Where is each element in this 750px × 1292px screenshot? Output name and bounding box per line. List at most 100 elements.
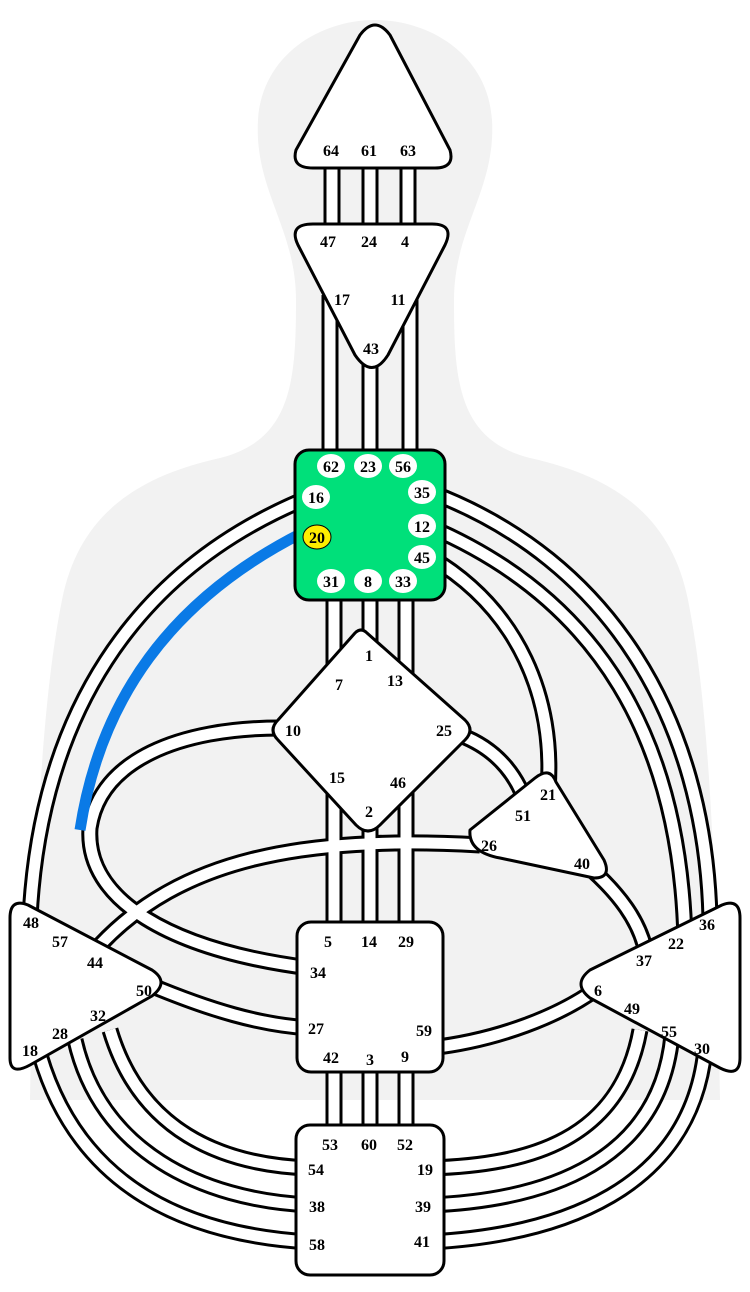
gate-15: 15: [329, 770, 345, 787]
gate-60: 60: [361, 1137, 377, 1154]
gate-2: 2: [365, 804, 373, 821]
gate-31-marker: [317, 569, 345, 593]
gate-33-marker: [389, 569, 417, 593]
gate-18: 18: [22, 1043, 38, 1060]
spleen-center: [8, 901, 163, 1071]
gate-24: 24: [361, 234, 377, 251]
gate-63: 63: [400, 143, 416, 160]
gate-14: 14: [361, 934, 377, 951]
gate-45: 45: [414, 550, 430, 567]
gate-46: 46: [390, 775, 406, 792]
gate-35: 35: [414, 485, 430, 502]
gate-47: 47: [320, 234, 336, 251]
gate-58: 58: [309, 1237, 325, 1254]
gate-37: 37: [636, 953, 652, 970]
gate-10: 10: [285, 723, 301, 740]
ch-50-27: [147, 979, 311, 1034]
gate-17: 17: [334, 292, 350, 309]
ch-12-22: [427, 521, 691, 941]
gate-42: 42: [323, 1050, 339, 1067]
ch-45-21: [427, 552, 555, 791]
ego-center: [468, 771, 608, 880]
gate-64: 64: [323, 143, 339, 160]
gate-32: 32: [90, 1008, 106, 1025]
gate-8: 8: [364, 574, 372, 591]
gate-62-marker: [317, 454, 345, 478]
g-center: [271, 628, 472, 833]
gate-54: 54: [308, 1162, 324, 1179]
ch-35-36: [428, 486, 716, 919]
gate-40: 40: [574, 856, 590, 873]
gate-8-marker: [354, 569, 382, 593]
gate-19: 19: [417, 1162, 433, 1179]
channels-active: [74, 528, 305, 831]
ch-32-54: [104, 1028, 311, 1174]
gate-20-marker: [302, 524, 332, 550]
gate-22: 22: [668, 936, 684, 953]
gate-23: 23: [360, 459, 376, 476]
ch-10-34: [84, 722, 311, 974]
gate-48: 48: [23, 915, 39, 932]
gate-56: 56: [395, 459, 411, 476]
ch-55-39: [429, 1034, 678, 1211]
gate-7: 7: [335, 677, 343, 694]
gate-31: 31: [323, 574, 339, 591]
gate-26: 26: [481, 838, 497, 855]
gate-38: 38: [309, 1199, 325, 1216]
solar-plexus-center: [579, 901, 742, 1073]
gate-52: 52: [397, 1137, 413, 1154]
gate-53: 53: [322, 1137, 338, 1154]
gate-5: 5: [324, 934, 332, 951]
gate-20: 20: [309, 530, 325, 547]
ch-30-41: [429, 1049, 711, 1248]
gate-25: 25: [436, 723, 452, 740]
sacral-center: [295, 920, 445, 1074]
ajna-center: [293, 222, 450, 369]
gate-1: 1: [365, 648, 373, 665]
gate-9: 9: [401, 1049, 409, 1066]
ch-49-19: [429, 1029, 646, 1174]
ch-18-58: [34, 1053, 311, 1248]
channel-20-57: [74, 528, 305, 831]
gate-55: 55: [661, 1024, 677, 1041]
gate-44: 44: [87, 955, 103, 972]
gate-21: 21: [540, 787, 556, 804]
ch-16-48: [24, 491, 313, 919]
gate-43: 43: [363, 341, 379, 358]
gate-23-marker: [354, 454, 382, 478]
gate-62: 62: [323, 459, 339, 476]
gate-16-marker: [302, 485, 330, 509]
gate-49: 49: [624, 1001, 640, 1018]
ch-59-6: [429, 985, 599, 1054]
gate-6: 6: [594, 983, 602, 1000]
gate-30: 30: [694, 1041, 710, 1058]
gate-13: 13: [387, 673, 403, 690]
gate-11: 11: [390, 292, 405, 309]
gate-61: 61: [361, 143, 377, 160]
gate-50: 50: [136, 983, 152, 1000]
gate-59: 59: [416, 1023, 432, 1040]
gate-16: 16: [308, 490, 324, 507]
gate-27: 27: [308, 1021, 324, 1038]
gate-28: 28: [52, 1026, 68, 1043]
gate-39: 39: [415, 1199, 431, 1216]
gate-56-marker: [389, 454, 417, 478]
root-center: [294, 1123, 446, 1277]
gate-3: 3: [366, 1052, 374, 1069]
gate-45-marker: [408, 545, 436, 569]
gate-4: 4: [401, 234, 409, 251]
gate-36: 36: [699, 917, 715, 934]
ch-28-38: [69, 1038, 311, 1211]
throat-center: [293, 448, 447, 602]
gate-33: 33: [395, 574, 411, 591]
gate-34: 34: [310, 965, 326, 982]
gate-51: 51: [515, 808, 531, 825]
gate-12: 12: [414, 519, 430, 536]
gate-12-marker: [408, 514, 436, 538]
head-center: [293, 23, 453, 170]
gate-29: 29: [398, 934, 414, 951]
ch-26-44: [95, 837, 481, 949]
gate-35-marker: [408, 480, 436, 504]
